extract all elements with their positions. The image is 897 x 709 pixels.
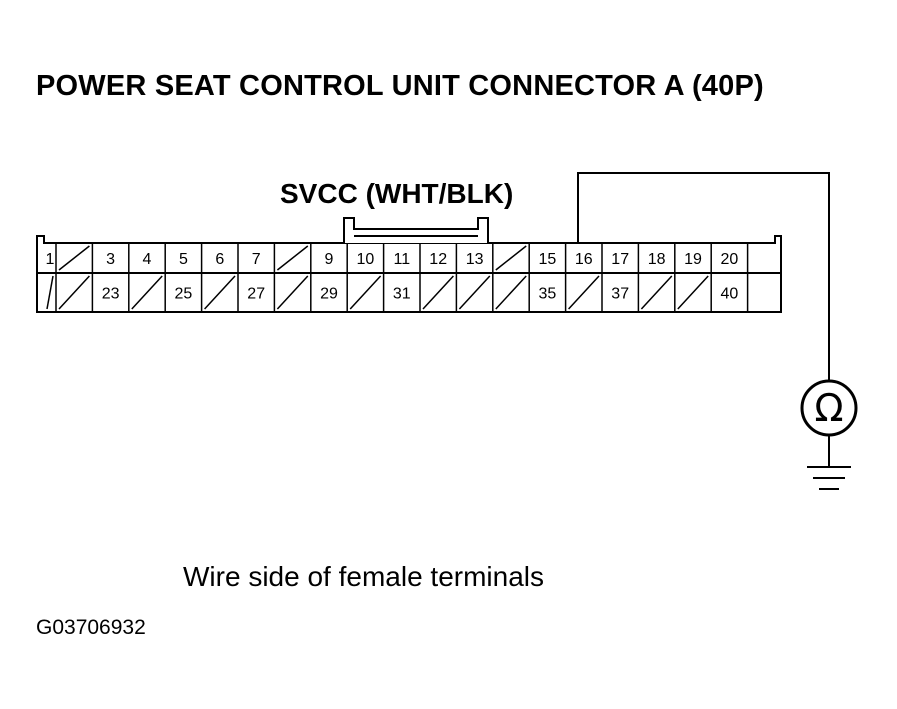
unused-terminal-mark <box>46 275 54 310</box>
terminal-number: 9 <box>325 251 334 268</box>
terminal-number: 18 <box>648 251 666 268</box>
terminal-number: 12 <box>429 251 447 268</box>
terminal-number: 5 <box>179 251 188 268</box>
unused-terminal-mark <box>495 245 527 271</box>
terminal-number: 13 <box>466 251 484 268</box>
terminal-number: 16 <box>575 251 593 268</box>
unused-terminal-mark <box>276 275 309 310</box>
terminal-number: 15 <box>539 251 557 268</box>
unused-terminal-mark <box>204 275 236 310</box>
terminal-number: 35 <box>539 286 557 303</box>
signal-label: SVCC (WHT/BLK) <box>280 178 514 209</box>
terminal-number: 10 <box>357 251 375 268</box>
terminal-number: 19 <box>684 251 702 268</box>
terminal-number: 17 <box>611 251 629 268</box>
unused-terminal-mark <box>640 275 673 310</box>
unused-terminal-mark <box>677 275 709 310</box>
unused-terminal-mark <box>422 275 454 310</box>
terminal-number: 25 <box>175 286 193 303</box>
diagram-title: POWER SEAT CONTROL UNIT CONNECTOR A (40P… <box>36 70 764 102</box>
terminal-number: 20 <box>721 251 739 268</box>
terminal-number: 4 <box>143 251 152 268</box>
terminal-number: 23 <box>102 286 120 303</box>
terminal-number: 29 <box>320 286 338 303</box>
terminal-number: 11 <box>393 251 410 268</box>
figure-id: G03706932 <box>36 616 146 639</box>
terminal-number: 37 <box>611 286 629 303</box>
unused-terminal-mark <box>276 245 309 271</box>
ohm-icon: Ω <box>814 386 843 430</box>
unused-terminal-mark <box>495 275 527 310</box>
unused-terminal-mark <box>131 275 163 310</box>
unused-terminal-mark <box>58 245 90 271</box>
terminal-number: 27 <box>247 286 265 303</box>
diagram-caption: Wire side of female terminals <box>183 561 545 592</box>
terminal-number: 7 <box>252 251 261 268</box>
unused-terminal-mark <box>58 275 90 310</box>
terminal-number: 31 <box>393 286 411 303</box>
terminal-bracket <box>343 217 489 243</box>
unused-terminal-mark <box>568 275 600 310</box>
ground-icon <box>807 466 851 490</box>
terminal-number: 1 <box>46 251 55 268</box>
probe-wire <box>577 172 830 382</box>
terminal-number: 40 <box>721 286 739 303</box>
unused-terminal-mark <box>458 275 491 310</box>
terminal-number: 6 <box>215 251 224 268</box>
terminal-number: 3 <box>106 251 115 268</box>
unused-terminal-mark <box>349 275 382 310</box>
connector-housing <box>36 235 782 313</box>
